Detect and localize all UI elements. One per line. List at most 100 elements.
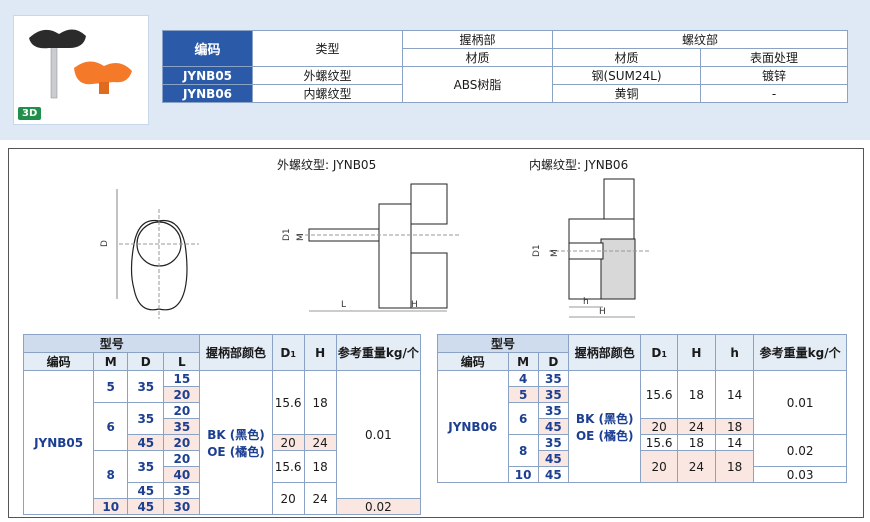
d-cell: 35 bbox=[537, 386, 569, 403]
m-cell: 8 bbox=[93, 450, 129, 499]
spec-table: 编码 类型 握柄部 螺纹部 材质 材质 表面处理 JYNB05 外螺纹型 ABS… bbox=[162, 30, 848, 103]
m-cell: 10 bbox=[93, 498, 129, 515]
d-cell: 45 bbox=[127, 482, 165, 499]
d1-header: D1 bbox=[271, 334, 305, 371]
color-cell: BK (黑色)OE (橘色) bbox=[567, 370, 642, 483]
d-cell: 35 bbox=[127, 370, 165, 403]
small-h-header: h bbox=[715, 334, 755, 371]
h-cell: 18 bbox=[676, 370, 717, 419]
l-cell: 20 bbox=[163, 450, 201, 467]
d-header: D bbox=[537, 352, 569, 371]
weight-cell: 0.01 bbox=[753, 370, 847, 435]
spec-thread-material-label: 材质 bbox=[552, 48, 701, 67]
dim-label-D1: D1 bbox=[282, 228, 292, 241]
dim-label-h: h bbox=[583, 297, 589, 307]
weight-cell: 0.03 bbox=[753, 466, 847, 483]
spec-finish: 镀锌 bbox=[700, 66, 848, 85]
d1-cell: 20 bbox=[640, 418, 678, 435]
d1-cell: 20 bbox=[271, 482, 305, 515]
l-cell: 35 bbox=[163, 482, 201, 499]
h-cell: 18 bbox=[303, 370, 337, 435]
male-side-view: D1 M L H bbox=[282, 183, 459, 312]
d-cell: 35 bbox=[537, 434, 569, 451]
d1-cell: 15.6 bbox=[640, 434, 678, 451]
code-header: 编码 bbox=[22, 352, 95, 371]
m-cell: 4 bbox=[507, 370, 539, 387]
d1-cell: 15.6 bbox=[640, 370, 678, 419]
l-cell: 20 bbox=[163, 434, 201, 451]
front-view-drawing: D bbox=[100, 189, 199, 319]
spec-finish-label: 表面处理 bbox=[700, 48, 848, 67]
color-header: 握柄部颜色 bbox=[567, 334, 642, 371]
product-photo: 3D bbox=[13, 15, 149, 125]
d-cell: 45 bbox=[537, 450, 569, 467]
weight-header: 参考重量kg/个 bbox=[753, 334, 847, 371]
l-header: L bbox=[163, 352, 201, 371]
weight-cell: 0.02 bbox=[335, 498, 422, 515]
m-cell: 6 bbox=[93, 402, 129, 451]
l-cell: 35 bbox=[163, 418, 201, 435]
d-cell: 35 bbox=[537, 402, 569, 419]
small-h-cell: 14 bbox=[715, 370, 755, 419]
spec-thread-header: 螺纹部 bbox=[552, 30, 848, 49]
color-cell: BK (黑色)OE (橘色) bbox=[199, 370, 273, 515]
h-cell: 24 bbox=[303, 434, 337, 451]
color-header: 握柄部颜色 bbox=[199, 334, 273, 371]
spec-code-header: 编码 bbox=[162, 30, 253, 67]
m-cell: 6 bbox=[507, 402, 539, 435]
l-cell: 30 bbox=[163, 498, 201, 515]
spec-code: JYNB05 bbox=[162, 66, 253, 85]
d1-cell: 20 bbox=[271, 434, 305, 451]
d-cell: 35 bbox=[127, 402, 165, 435]
weight-cell: 0.02 bbox=[753, 434, 847, 467]
male-caption: 外螺纹型: JYNB05 bbox=[277, 158, 377, 172]
d1-cell: 15.6 bbox=[271, 450, 305, 483]
small-h-cell: 18 bbox=[715, 418, 755, 435]
model-header: 型号 bbox=[22, 334, 201, 353]
d-cell: 35 bbox=[537, 370, 569, 387]
code-cell: JYNB06 bbox=[437, 370, 509, 483]
m-cell: 8 bbox=[507, 434, 539, 467]
m-cell: 5 bbox=[507, 386, 539, 403]
spec-type: 内螺纹型 bbox=[252, 84, 403, 103]
dims-table-female: 型号 握柄部颜色 D1 H h 参考重量kg/个 编码 M D JYNB06 4… bbox=[437, 334, 847, 483]
h-header: H bbox=[303, 334, 337, 371]
d-cell: 45 bbox=[127, 498, 165, 515]
h-cell: 24 bbox=[303, 482, 337, 515]
m-header: M bbox=[93, 352, 129, 371]
code-cell: JYNB05 bbox=[22, 370, 95, 515]
l-cell: 15 bbox=[163, 370, 201, 387]
d-cell: 45 bbox=[537, 466, 569, 483]
h-cell: 18 bbox=[676, 434, 717, 451]
d-cell: 45 bbox=[537, 418, 569, 435]
l-cell: 20 bbox=[163, 386, 201, 403]
code-header: 编码 bbox=[437, 352, 509, 371]
m-header: M bbox=[507, 352, 539, 371]
m-cell: 10 bbox=[507, 466, 539, 483]
d1-header: D1 bbox=[640, 334, 678, 371]
h-header: H bbox=[676, 334, 717, 371]
small-h-cell: 14 bbox=[715, 434, 755, 451]
dim-label-L: L bbox=[341, 300, 346, 310]
d1-cell: 15.6 bbox=[271, 370, 305, 435]
h-cell: 24 bbox=[676, 418, 717, 435]
spec-finish: - bbox=[700, 84, 848, 103]
female-side-view: D1 M h H bbox=[532, 178, 649, 318]
drawing-frame: D D1 M L H D1 M h H 外螺纹 bbox=[8, 148, 864, 518]
small-h-cell: 18 bbox=[715, 450, 755, 483]
dim-label-D1: D1 bbox=[532, 244, 542, 257]
spec-type: 外螺纹型 bbox=[252, 66, 403, 85]
dim-label-M: M bbox=[550, 249, 560, 257]
h-cell: 18 bbox=[303, 450, 337, 483]
spec-grip-material: ABS树脂 bbox=[402, 66, 553, 103]
d-header: D bbox=[127, 352, 165, 371]
l-cell: 20 bbox=[163, 402, 201, 419]
model-header: 型号 bbox=[437, 334, 569, 353]
badge-3d: 3D bbox=[18, 107, 42, 120]
d1-cell: 20 bbox=[640, 450, 678, 483]
spec-code: JYNB06 bbox=[162, 84, 253, 103]
weight-header: 参考重量kg/个 bbox=[335, 334, 422, 371]
dim-label-M: M bbox=[296, 233, 306, 241]
spec-type-header: 类型 bbox=[252, 30, 403, 67]
technical-drawings: D D1 M L H D1 M h H bbox=[100, 178, 649, 319]
